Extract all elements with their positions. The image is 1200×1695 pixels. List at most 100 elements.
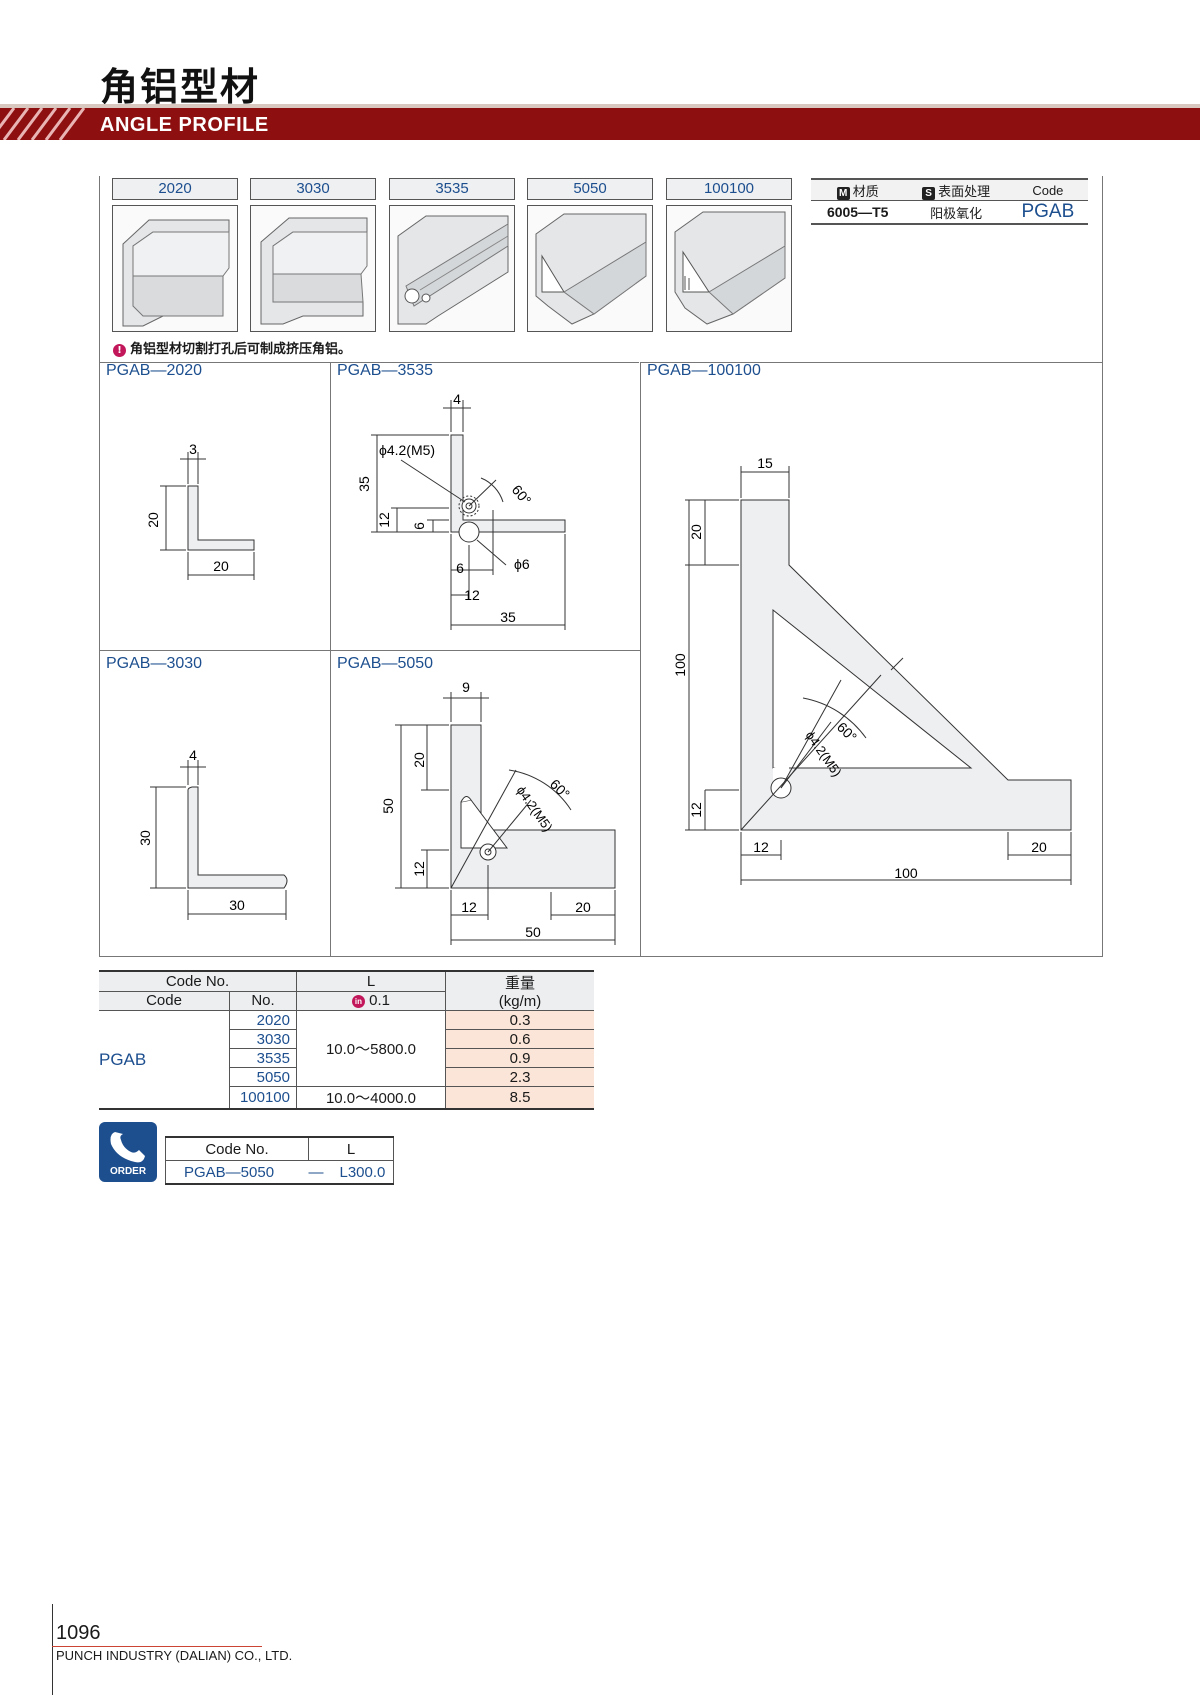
dim-3535-t: 4 xyxy=(453,391,461,407)
row-no: 100100 xyxy=(229,1086,297,1110)
page-number: 1096 xyxy=(56,1622,101,1644)
dim-5050-w20: 20 xyxy=(575,899,591,915)
dim-3030-h: 30 xyxy=(137,830,153,846)
spec-surface-value: 阳极氧化 xyxy=(904,200,1008,225)
dim-3535-h12: 12 xyxy=(376,512,392,528)
note: !角铝型材切割打孔后可制成挤压角铝。 xyxy=(113,338,351,357)
dim-5050-angle: 60° xyxy=(547,776,573,802)
spec-code-value: PGAB xyxy=(1007,200,1088,225)
dim-100100-h20: 20 xyxy=(688,524,704,540)
dim-5050-h: 50 xyxy=(380,798,396,814)
row-L: 10.0〜5800.0 xyxy=(296,1010,446,1087)
panel-title-3030: PGAB—3030 xyxy=(106,655,203,672)
dim-100100-w20: 20 xyxy=(1031,839,1047,855)
row-weight: 0.6 xyxy=(445,1029,594,1049)
panel-title-3535: PGAB—3535 xyxy=(337,362,434,379)
row-no: 5050 xyxy=(229,1067,297,1087)
dim-3535-w: 35 xyxy=(500,609,516,625)
th-no: No. xyxy=(229,990,297,1011)
row-L: 10.0〜4000.0 xyxy=(296,1086,446,1110)
order-icon-label: ORDER xyxy=(109,1166,147,1177)
drawing-frame xyxy=(99,176,1103,957)
dim-3535-angle: 60° xyxy=(509,482,535,509)
order-code: PGAB—5050 xyxy=(165,1160,309,1185)
order-icon: ORDER xyxy=(99,1122,157,1182)
dim-3535-hole: ϕ4.2(M5) xyxy=(379,442,435,458)
drawing-2020: 3 20 20 xyxy=(145,441,255,580)
dim-100100-h: 100 xyxy=(672,653,688,677)
footer-vline xyxy=(52,1604,53,1695)
profile-image-3030 xyxy=(250,205,376,332)
row-no: 3535 xyxy=(229,1048,297,1068)
th-code-no: Code No. xyxy=(99,970,297,992)
th-L: L xyxy=(296,970,446,992)
frame-divider-mid xyxy=(99,650,640,651)
order-th-L: L xyxy=(308,1136,394,1161)
dim-3535-h6: 6 xyxy=(411,522,427,530)
frame-divider-v2 xyxy=(640,362,641,956)
size-tab-3030: 3030 xyxy=(250,178,376,200)
spec-code-header: Code xyxy=(1007,178,1088,201)
dim-3030-w: 30 xyxy=(229,897,245,913)
dim-3030-t: 4 xyxy=(189,747,197,763)
frame-divider-top xyxy=(99,362,639,363)
panel-title-5050: PGAB—5050 xyxy=(337,655,434,672)
page-title-cn: 角铝型材 xyxy=(100,65,261,109)
dim-3535-hole2: ϕ6 xyxy=(514,556,530,572)
profile-image-5050 xyxy=(527,205,653,332)
dim-100100-w: 100 xyxy=(894,865,918,881)
dim-2020-w: 20 xyxy=(213,558,229,574)
footer-hline xyxy=(52,1646,262,1647)
row-no: 2020 xyxy=(229,1010,297,1030)
surface-badge: S xyxy=(922,186,936,200)
price-table: Code No. L 重量(kg/m) Code No. in 0.1 PGAB… xyxy=(99,970,594,1110)
dim-5050-w: 50 xyxy=(525,924,541,940)
dim-5050-hole: ϕ4.2(M5) xyxy=(514,783,556,834)
drawing-100100: 15 20 100 60° ϕ4.2(M5) 12 12 20 100 xyxy=(672,455,1072,885)
dim-2020-h: 20 xyxy=(145,512,161,528)
row-weight: 0.3 xyxy=(445,1010,594,1030)
size-tab-2020: 2020 xyxy=(112,178,238,200)
hatch-decoration xyxy=(0,108,86,140)
frame-divider-v1 xyxy=(330,362,331,956)
row-weight: 8.5 xyxy=(445,1086,594,1110)
profile-image-100100 xyxy=(666,205,792,332)
increment-icon: in xyxy=(351,994,365,1008)
company-name: PUNCH INDUSTRY (DALIAN) CO., LTD. xyxy=(56,1648,293,1663)
th-code: Code xyxy=(99,990,230,1011)
dim-5050-h12: 12 xyxy=(411,861,427,877)
size-tab-3535: 3535 xyxy=(389,178,515,200)
dim-100100-w12: 12 xyxy=(753,839,769,855)
alert-icon: ! xyxy=(113,344,126,357)
drawing-5050: 9 20 60° ϕ4.2(M5) 50 12 12 20 50 xyxy=(380,679,616,945)
dim-3535-h: 35 xyxy=(356,476,372,492)
drawing-3030: 4 30 30 xyxy=(137,747,288,920)
profile-image-2020 xyxy=(112,205,238,332)
dim-5050-t: 9 xyxy=(462,679,470,695)
header-band-top xyxy=(0,104,1200,108)
row-weight: 0.9 xyxy=(445,1048,594,1068)
frame-divider-top-right xyxy=(640,362,1102,363)
header-band xyxy=(0,108,1200,140)
size-tab-5050: 5050 xyxy=(527,178,653,200)
row-no: 3030 xyxy=(229,1029,297,1049)
dim-100100-t: 15 xyxy=(757,455,773,471)
dim-100100-h12: 12 xyxy=(688,802,704,818)
order-th-code: Code No. xyxy=(165,1136,309,1161)
dim-3535-w12: 12 xyxy=(464,587,480,603)
spec-material-value: 6005—T5 xyxy=(811,200,905,225)
dim-5050-h20: 20 xyxy=(411,752,427,768)
drawing-3535: 4 ϕ4.2(M5) 60° 35 12 6 6 12 35 ϕ6 xyxy=(356,391,566,630)
order-example-table: Code No. L PGAB—5050 —L300.0 xyxy=(165,1136,394,1185)
order-dash: — xyxy=(308,1163,324,1181)
th-weight: 重量(kg/m) xyxy=(445,970,594,1011)
row-code: PGAB xyxy=(99,1010,230,1110)
profile-image-3535 xyxy=(389,205,515,332)
dim-3535-w6: 6 xyxy=(456,560,464,576)
panel-title-100100: PGAB—100100 xyxy=(647,362,761,379)
material-badge: M xyxy=(836,186,850,200)
panel-title-2020: PGAB—2020 xyxy=(106,362,203,379)
